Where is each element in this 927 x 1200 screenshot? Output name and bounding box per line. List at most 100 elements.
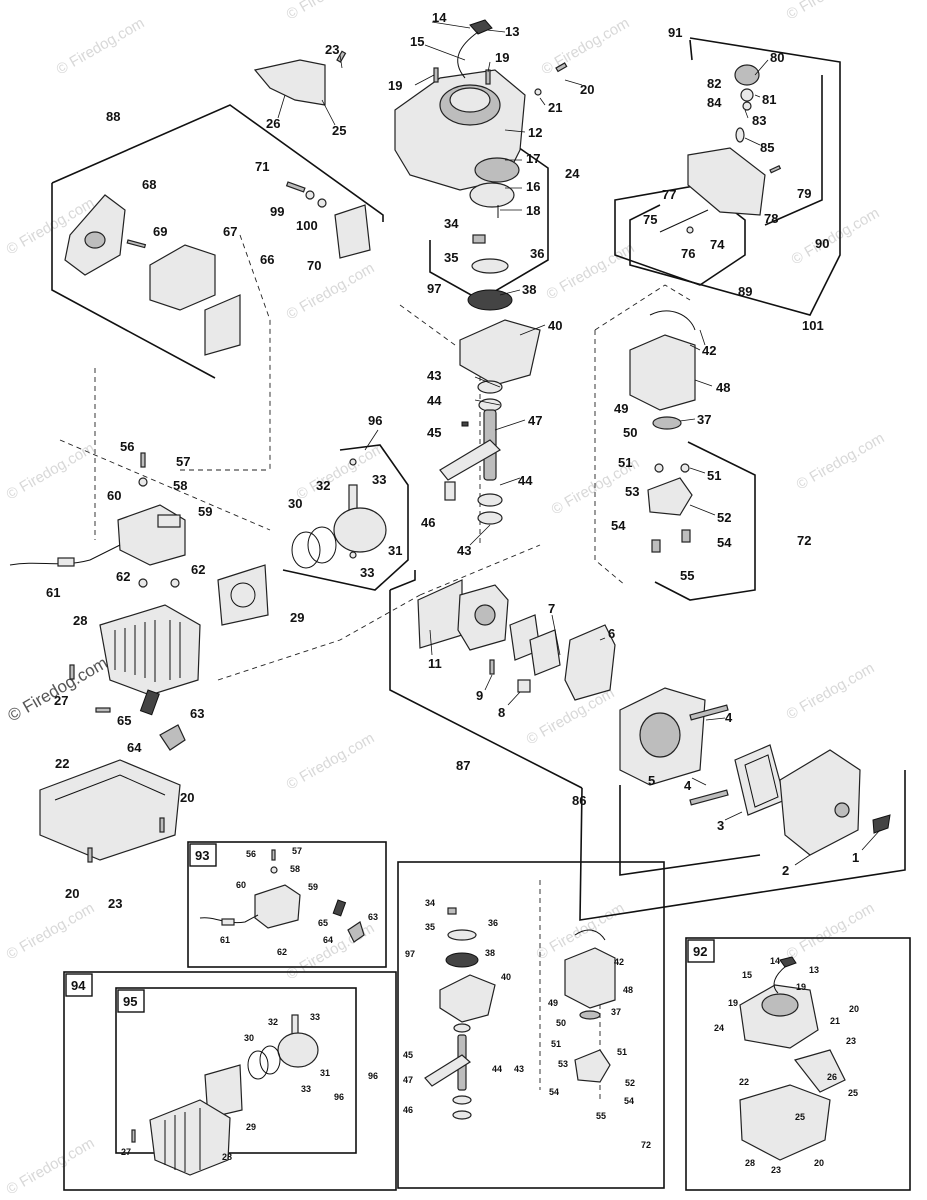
callout-67: 67: [223, 224, 237, 239]
fuel-line-74: [659, 209, 709, 233]
callout-24: 24: [714, 1023, 724, 1033]
callout-34: 34: [444, 216, 459, 231]
inset-93-badge: [189, 843, 217, 867]
callout-62: 62: [191, 562, 205, 577]
inset-screw: [271, 849, 276, 861]
callout-96: 96: [368, 1071, 378, 1081]
callout-20: 20: [580, 82, 594, 97]
starter-handle: [469, 19, 493, 35]
inset-95-frame: [115, 987, 357, 1154]
cylinder-fins: [114, 620, 181, 682]
inset-part-labels: 93 56 57 58 60 59 65 63 61 62 64 94 95 3…: [65, 843, 859, 1175]
callout-21: 21: [830, 1016, 840, 1026]
callout-38: 38: [522, 282, 536, 297]
callout-20: 20: [180, 790, 194, 805]
group-87-frame-top: [389, 570, 416, 591]
callout-23: 23: [108, 896, 122, 911]
screw-9: [489, 659, 495, 675]
inset-92-frame: [685, 937, 911, 1191]
connecting-rod: [439, 439, 501, 481]
callout-9: 9: [476, 688, 483, 703]
callout-25: 25: [848, 1088, 858, 1098]
group-24-frame: [514, 144, 549, 238]
wire-connector: [57, 557, 75, 567]
callout-18: 18: [526, 203, 540, 218]
callout-89: 89: [738, 284, 752, 299]
watermark: © Firedog.com: [539, 14, 633, 78]
callout-20: 20: [849, 1004, 859, 1014]
callout-96: 96: [368, 413, 382, 428]
group-87-frame-bottom: [389, 590, 583, 789]
callout-59: 59: [198, 504, 212, 519]
callout-47: 47: [403, 1075, 413, 1085]
callout-34: 34: [425, 898, 435, 908]
inset-screw-27: [131, 1129, 136, 1143]
inset-94-frame: [63, 971, 397, 1191]
callout-69: 69: [153, 224, 167, 239]
air-cleaner-cover-2: [779, 749, 861, 856]
callout-16: 16: [526, 179, 540, 194]
callout-64: 64: [323, 935, 333, 945]
inset-center-parts: [424, 907, 616, 1120]
callout-33: 33: [372, 472, 386, 487]
inset-95-badge: [117, 989, 145, 1013]
inset-plug-boot: [347, 921, 365, 943]
filter-bracket-70: [334, 204, 371, 259]
callout-19: 19: [796, 982, 806, 992]
group-frames: [51, 37, 911, 1191]
screw-19: [433, 67, 439, 83]
callout-78: 78: [764, 211, 778, 226]
callout-72: 72: [641, 1140, 651, 1150]
washer-62a: [138, 578, 148, 588]
wire-61: [9, 544, 121, 566]
watermark: © Firedog.com: [4, 899, 98, 963]
inset-piston: [277, 1032, 319, 1068]
callout-75: 75: [643, 212, 657, 227]
assembly-dashed-lines: [59, 234, 691, 1100]
callout-30: 30: [244, 1033, 254, 1043]
group-91-leader: [689, 39, 693, 61]
callout-85: 85: [760, 140, 774, 155]
watermark: © Firedog.com: [784, 659, 878, 723]
screw-27b: [95, 707, 111, 713]
callout-51: 51: [707, 468, 721, 483]
cylinder-ignition-group: [9, 452, 201, 751]
inset-engine-base: [739, 1084, 831, 1161]
inset-92-id: 92: [693, 944, 707, 959]
callout-35: 35: [444, 250, 458, 265]
callout-32: 32: [316, 478, 330, 493]
watermark: © Firedog.com: [54, 14, 148, 78]
inset-starter-cap: [761, 993, 799, 1017]
group-96-frame: [282, 444, 409, 591]
callout-53: 53: [625, 484, 639, 499]
ignition-coil-60: [117, 504, 186, 566]
callout-23: 23: [846, 1036, 856, 1046]
retainer-83: [742, 101, 752, 111]
grommet-76: [686, 226, 694, 234]
inset-clip: [574, 929, 606, 941]
callout-99: 99: [270, 204, 284, 219]
callout-26: 26: [827, 1072, 837, 1082]
callout-53: 53: [558, 1059, 568, 1069]
engine-base-group: [39, 759, 181, 863]
callout-46: 46: [421, 515, 435, 530]
inset-handle-cover: [793, 1049, 846, 1093]
callout-48: 48: [716, 380, 730, 395]
callout-40: 40: [548, 318, 562, 333]
inset-ignition-coil: [254, 884, 301, 929]
gasket-bore: [230, 582, 256, 608]
group-89-frame: [614, 184, 746, 286]
watermark-prominent: © Firedog.com: [5, 653, 111, 725]
callout-74: 74: [710, 237, 725, 252]
carburetor-group: [417, 579, 891, 856]
callout-57: 57: [176, 454, 190, 469]
callout-66: 66: [260, 252, 274, 267]
piston-31: [333, 507, 387, 553]
callout-29: 29: [246, 1122, 256, 1132]
callout-49: 49: [614, 401, 628, 416]
inset-starter-handle: [779, 956, 797, 968]
callout-54: 54: [717, 535, 732, 550]
watermark: © Firedog.com: [524, 684, 618, 748]
washer-62b: [170, 578, 180, 588]
callout-51: 51: [617, 1047, 627, 1057]
